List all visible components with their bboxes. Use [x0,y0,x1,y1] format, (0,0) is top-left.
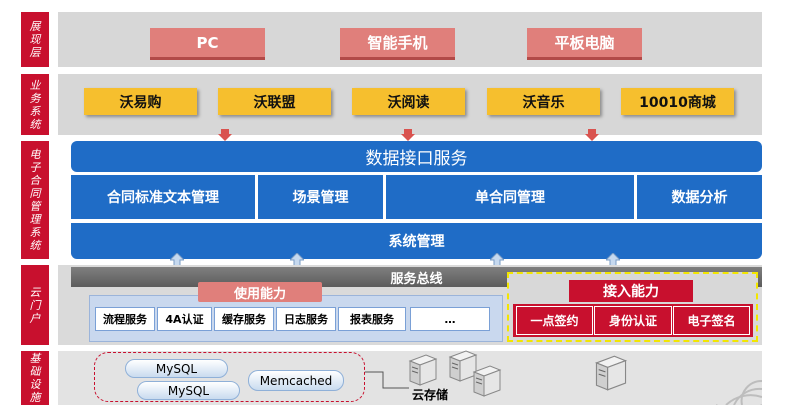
usage-item-cache: 缓存服务 [214,307,274,331]
presentation-item-pc: PC [150,28,265,60]
access-capability-title: 接入能力 [569,280,693,302]
layer-label-econtract: 电子合同管理系统 [21,141,49,259]
usage-item-4a-auth: 4A认证 [157,307,212,331]
layer-label-infrastructure: 基础设施 [21,351,49,405]
server-icon [408,354,438,386]
usage-item-report: 报表服务 [338,307,406,331]
mysql-db-1: MySQL [125,359,228,378]
module-scene-mgmt: 场景管理 [258,175,383,219]
layer-label-business: 业务系统 [21,74,49,135]
business-item-woyigou: 沃易购 [84,88,197,115]
layer-label-cloud-portal: 云门户 [21,265,49,345]
module-single-contract-mgmt: 单合同管理 [386,175,634,219]
server-icon [472,365,502,397]
cloud-storage-label: 云存储 [412,388,449,402]
down-arrow-icon [401,129,415,141]
down-arrow-icon [218,129,232,141]
business-item-woyinyue: 沃音乐 [487,88,600,115]
layer-label-presentation: 展现层 [21,12,49,67]
usage-item-log: 日志服务 [276,307,336,331]
presentation-item-smartphone: 智能手机 [340,28,455,60]
module-data-analysis: 数据分析 [637,175,762,219]
business-item-10010-mall: 10010商城 [621,88,734,115]
server-icon [594,355,628,391]
system-management: 系统管理 [71,223,762,259]
presentation-item-tablet: 平板电脑 [527,28,642,60]
memcached: Memcached [248,370,344,391]
ripple-decoration-icon [716,379,762,405]
storage-connector [365,371,409,389]
usage-item-more: … [410,307,490,331]
usage-item-process: 流程服务 [95,307,155,331]
module-standard-text-mgmt: 合同标准文本管理 [71,175,255,219]
access-item-e-signature: 电子签名 [673,306,750,335]
database-group [94,352,365,402]
data-interface-service: 数据接口服务 [71,141,762,172]
access-item-identity-auth: 身份认证 [594,306,672,335]
usage-capability-title: 使用能力 [198,282,322,302]
server-icon [448,350,478,382]
business-item-wolianmeng: 沃联盟 [218,88,331,115]
access-item-one-point-signing: 一点签约 [516,306,593,335]
business-item-woyuedu: 沃阅读 [352,88,465,115]
down-arrow-icon [585,129,599,141]
mysql-db-2: MySQL [137,381,240,400]
